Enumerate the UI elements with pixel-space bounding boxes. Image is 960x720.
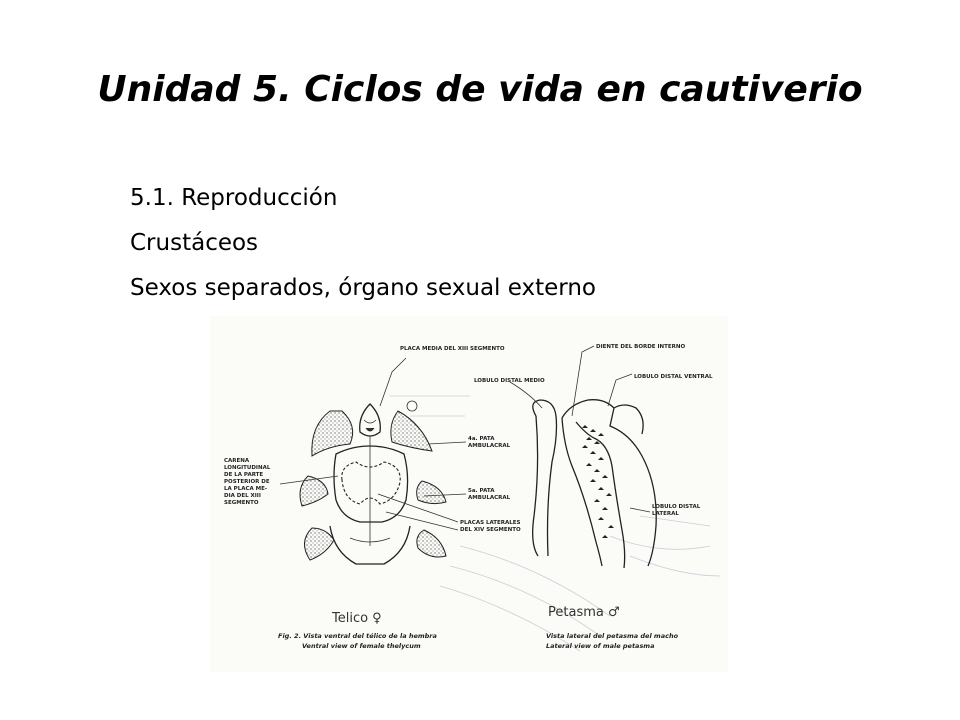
telico-title: Telico ♀ bbox=[331, 611, 382, 626]
label-carena: DE LA PARTE bbox=[224, 472, 263, 478]
caption-right: Lateral view of male petasma bbox=[546, 642, 654, 650]
telico-labels: PLACA MEDIA DEL XIII SEGMENTO 4a. PATA A… bbox=[224, 346, 521, 533]
label-pata-5: AMBULACRAL bbox=[468, 495, 511, 501]
petasma-teeth bbox=[582, 425, 614, 538]
label-carena: POSTERIOR DE bbox=[224, 479, 270, 485]
label-diente: DIENTE DEL BORDE INTERNO bbox=[596, 344, 685, 350]
caption-right: Vista lateral del petasma del macho bbox=[546, 632, 679, 640]
petasma-labels: DIENTE DEL BORDE INTERNO LOBULO DISTAL M… bbox=[474, 344, 713, 517]
petasma-drawing bbox=[509, 345, 657, 569]
label-carena: DIA DEL XIII bbox=[224, 493, 261, 499]
telico-drawing bbox=[279, 357, 467, 565]
bullet-item: Crustáceos bbox=[130, 230, 259, 256]
label-carena: SEGMENTO bbox=[224, 500, 259, 506]
background-sketch bbox=[390, 395, 721, 652]
slide-title: Unidad 5. Ciclos de vida en cautiverio bbox=[97, 69, 863, 110]
label-lobulo-ventral: LOBULO DISTAL VENTRAL bbox=[634, 374, 713, 380]
bullet-item: Sexos separados, órgano sexual externo bbox=[130, 275, 596, 301]
label-placas-laterales: PLACAS LATERALES bbox=[460, 520, 521, 526]
caption-left: Ventral view of female thelycum bbox=[302, 642, 421, 650]
label-pata-4: 4a. PATA bbox=[468, 436, 495, 442]
anatomy-drawing: PLACA MEDIA DEL XIII SEGMENTO 4a. PATA A… bbox=[224, 344, 721, 652]
anatomy-figure: PLACA MEDIA DEL XIII SEGMENTO 4a. PATA A… bbox=[210, 316, 728, 672]
label-lobulo-lateral: LATERAL bbox=[652, 511, 679, 517]
bullet-item: 5.1. Reproducción bbox=[130, 185, 338, 211]
label-pata-4: AMBULACRAL bbox=[468, 443, 511, 449]
label-carena: CARENA bbox=[224, 458, 250, 464]
petasma-title: Petasma ♂ bbox=[548, 605, 620, 620]
bullet-list: 5.1. Reproducción Crustáceos Sexos separ… bbox=[130, 176, 596, 311]
label-carena: LONGITUDINAL bbox=[224, 465, 271, 471]
label-placas-laterales: DEL XIV SEGMENTO bbox=[460, 527, 521, 533]
label-lobulo-medio: LOBULO DISTAL MEDIO bbox=[474, 378, 545, 384]
label-placa-media: PLACA MEDIA DEL XIII SEGMENTO bbox=[400, 346, 505, 352]
label-pata-5: 5a. PATA bbox=[468, 488, 495, 494]
label-carena: LA PLACA ME- bbox=[224, 486, 267, 492]
caption-left: Fig. 2. Vista ventral del télico de la h… bbox=[278, 632, 437, 640]
label-lobulo-lateral: LOBULO DISTAL bbox=[652, 504, 701, 510]
